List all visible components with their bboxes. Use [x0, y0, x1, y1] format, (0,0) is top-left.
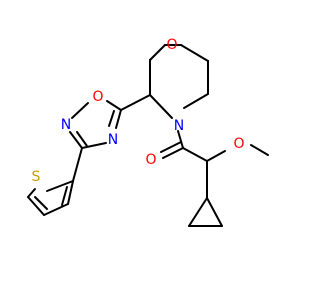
morpholine-nitrogen-label: N [174, 118, 184, 134]
bond [180, 44, 209, 62]
thiophene-ring [27, 147, 83, 216]
bond [206, 150, 226, 162]
bond [72, 147, 83, 182]
bond [27, 196, 45, 216]
bond [115, 109, 122, 129]
bond [120, 94, 151, 111]
oxadiazole-oxygen-label: O [92, 89, 103, 105]
oxadiazole-ring [69, 94, 151, 149]
bond [183, 93, 209, 109]
morpholine-ring [149, 44, 209, 119]
background [0, 0, 300, 300]
bond [149, 94, 173, 119]
bond [27, 188, 36, 198]
methoxy-oxygen-label: O [233, 136, 244, 152]
bond [61, 186, 68, 206]
oxadiazole-left-nitrogen-label: N [61, 117, 71, 133]
bond [71, 102, 89, 119]
bond [69, 131, 83, 149]
bond [182, 147, 208, 162]
bond [76, 131, 88, 147]
bond [177, 130, 184, 149]
bond [149, 44, 166, 61]
bond [160, 141, 182, 153]
thiophene-sulfur-label: S [32, 169, 41, 185]
bond [106, 100, 122, 111]
bond [108, 110, 115, 127]
side-chain [160, 130, 269, 227]
molecule-structure: O N O N N O O S [0, 0, 300, 300]
bond [162, 147, 184, 159]
carbonyl-oxygen-label: O [145, 152, 156, 168]
bond [46, 180, 74, 192]
oxadiazole-right-nitrogen-label: N [108, 132, 118, 148]
bond [43, 203, 69, 216]
bond [250, 144, 269, 156]
bond [206, 197, 223, 227]
bond [67, 180, 74, 205]
bond [81, 142, 107, 149]
morpholine-oxygen-label: O [166, 37, 177, 53]
bond [188, 197, 208, 227]
bond [34, 196, 48, 210]
